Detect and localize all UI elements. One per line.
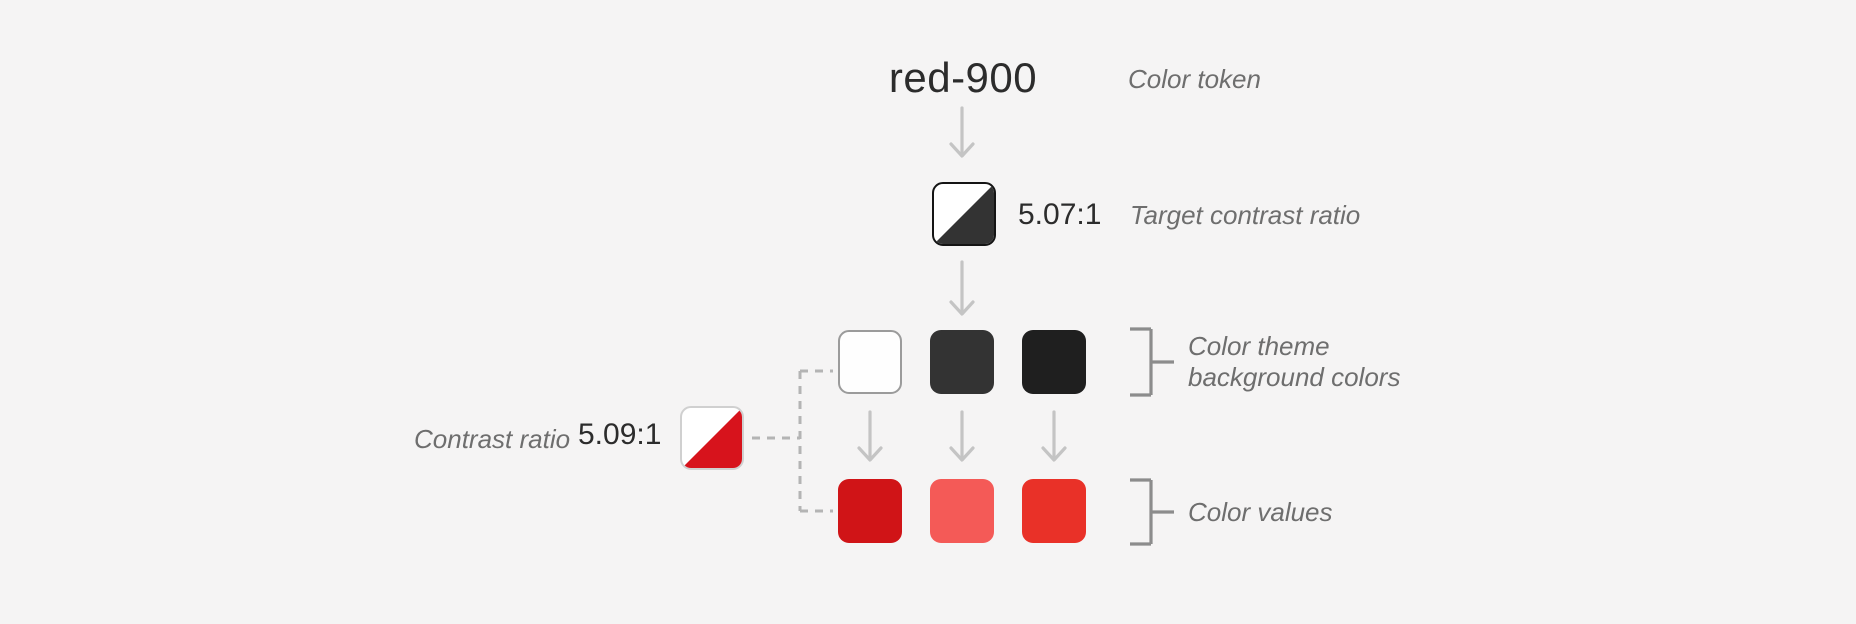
color-value-swatch-dark	[930, 479, 994, 543]
background-swatch-dark	[930, 330, 994, 394]
target-contrast-swatch	[932, 182, 996, 246]
arrow-head	[949, 142, 975, 158]
arrow-head	[949, 446, 975, 462]
arrow-head	[1041, 446, 1067, 462]
arrow-head	[949, 300, 975, 316]
arrow-down-icon	[857, 410, 883, 462]
color-value-swatch-darkest	[1022, 479, 1086, 543]
contrast-ratio-value: 5.09:1	[578, 418, 662, 451]
arrow-head	[857, 446, 883, 462]
theme-backgrounds-annotation-line2: background colors	[1188, 362, 1401, 392]
background-swatch-light	[838, 330, 902, 394]
bracket-path	[1130, 478, 1174, 546]
arrow-down-icon	[949, 106, 975, 158]
arrow-down-icon	[1041, 410, 1067, 462]
bracket-path	[1130, 327, 1174, 397]
dashed-connector-lines	[752, 369, 833, 513]
diagonal-dark-half	[934, 184, 994, 244]
theme-backgrounds-annotation: Color theme background colors	[1188, 331, 1400, 393]
color-token-name: red-900	[888, 54, 1038, 101]
contrast-ratio-swatch	[680, 406, 744, 470]
arrow-down-icon	[949, 260, 975, 316]
diagonal-split-icon	[934, 184, 994, 244]
color-values-annotation: Color values	[1188, 497, 1333, 527]
contrast-ratio-label: Contrast ratio	[414, 424, 571, 454]
target-contrast-ratio-value: 5.07:1	[1018, 198, 1102, 231]
diagonal-red-half	[682, 408, 742, 468]
target-contrast-annotation: Target contrast ratio	[1130, 200, 1361, 230]
theme-backgrounds-annotation-line1: Color theme	[1188, 331, 1330, 361]
bracket-icon	[1130, 478, 1174, 546]
bracket-icon	[1130, 327, 1174, 397]
arrow-down-icon	[949, 410, 975, 462]
color-value-swatch-light	[838, 479, 902, 543]
diagonal-split-icon	[682, 408, 742, 468]
background-swatch-darkest	[1022, 330, 1086, 394]
color-token-annotation: Color token	[1128, 64, 1261, 94]
